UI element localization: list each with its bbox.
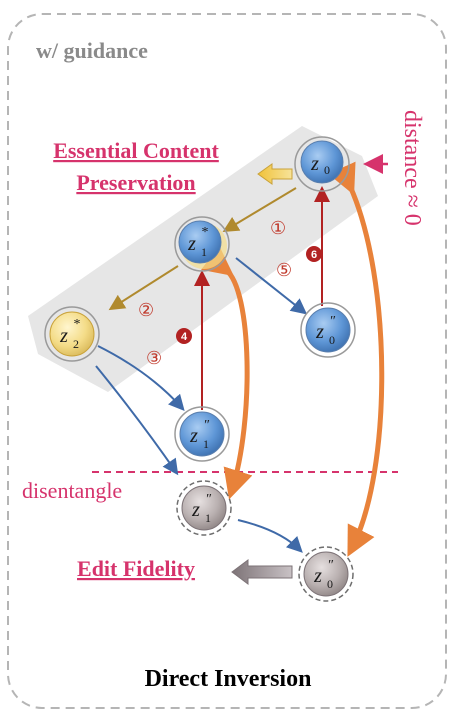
arrow-z1pp-to-z0pp-lower: [237, 519, 303, 553]
svg-text:2: 2: [73, 337, 79, 351]
svg-text:″: ″: [328, 558, 334, 573]
node-z1-pp-mid: z 1 ″: [174, 406, 230, 462]
panel-border: [7, 13, 447, 709]
arrow-z2star-to-z1pp-mid: [97, 345, 185, 411]
svg-text:1: 1: [201, 245, 207, 259]
step-label-3: ③: [146, 348, 162, 368]
node-z0-pp-lower: z 0 ″: [298, 546, 354, 602]
svg-text:z: z: [310, 153, 319, 175]
svg-text:″: ″: [204, 418, 210, 433]
step-label-5: ⑤: [276, 260, 292, 280]
svg-text:z: z: [315, 321, 324, 343]
step-badge-4: [176, 328, 192, 344]
fidelity-arrow-icon: [231, 559, 293, 585]
step-label-1: ①: [270, 218, 286, 238]
essential-content-label-line2: Preservation: [76, 170, 195, 195]
distance-label: distance ≈ 0: [399, 110, 425, 226]
preservation-arrow-icon: [257, 163, 293, 185]
step-label-2: ②: [138, 300, 154, 320]
node-z0: z 0: [294, 136, 350, 192]
svg-text:0: 0: [324, 163, 330, 177]
arrow-z2star-to-z1pp-lower: [95, 365, 179, 476]
orange-arrow-z1star-z1pp: [201, 245, 253, 500]
svg-text:1: 1: [203, 437, 209, 451]
step-label-6: 6: [311, 249, 317, 261]
essential-content-label-line1: Essential Content: [53, 138, 219, 163]
disentangle-label: disentangle: [22, 478, 122, 503]
orange-arrow-z0-z0pp: [328, 161, 385, 557]
arrow-z0-to-z1star: [222, 187, 297, 233]
node-z0-pp-upper: z 0 ″: [300, 302, 356, 358]
svg-text:1: 1: [205, 511, 211, 525]
node-z1-pp-lower: z 1 ″: [176, 480, 232, 536]
svg-text:z: z: [313, 565, 322, 587]
svg-text:″: ″: [206, 492, 212, 507]
svg-text:z: z: [191, 499, 200, 521]
footer-title: Direct Inversion: [145, 666, 312, 692]
svg-text:0: 0: [329, 333, 335, 347]
step-badge-6: [306, 246, 322, 262]
edit-fidelity-label: Edit Fidelity: [77, 556, 195, 581]
guidance-label: w/ guidance: [36, 38, 148, 63]
svg-text:z: z: [187, 233, 196, 255]
step-label-4: 4: [181, 331, 188, 343]
node-z2-star: z 2 *: [44, 306, 100, 362]
svg-text:z: z: [59, 325, 68, 347]
svg-text:0: 0: [327, 577, 333, 591]
node-z1-star: z 1 *: [174, 216, 230, 272]
svg-text:″: ″: [330, 314, 336, 329]
svg-text:*: *: [74, 317, 81, 332]
arrow-z1star-to-z2star: [108, 265, 179, 311]
svg-text:z: z: [189, 425, 198, 447]
svg-text:*: *: [202, 225, 209, 240]
